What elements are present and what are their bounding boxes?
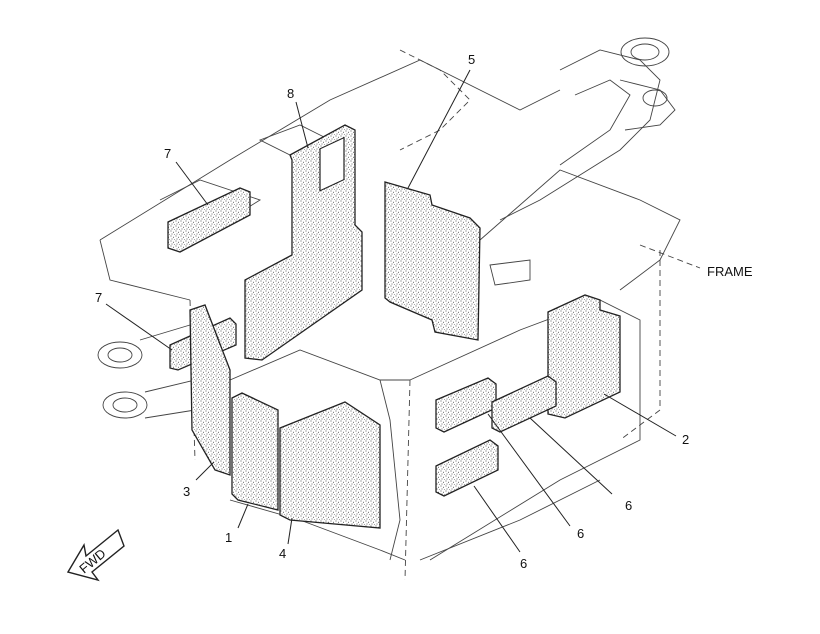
callout-1: 1 xyxy=(225,530,232,545)
callout-5: 5 xyxy=(468,52,475,67)
insulation-pads xyxy=(167,124,621,529)
pad-6-c xyxy=(435,439,499,497)
callout-labels: 5 8 7 7 3 1 4 2 6 6 6 FRAME xyxy=(95,52,753,571)
callout-7-lower: 7 xyxy=(95,290,102,305)
callout-6-b: 6 xyxy=(577,526,584,541)
callout-7-upper: 7 xyxy=(164,146,171,161)
pad-6-a xyxy=(435,377,497,433)
pad-5 xyxy=(384,181,481,341)
pad-4 xyxy=(279,401,381,529)
pad-7-upper xyxy=(167,187,251,253)
callout-3: 3 xyxy=(183,484,190,499)
leader-lines xyxy=(105,69,677,553)
pad-1 xyxy=(231,392,279,511)
pad-6-b xyxy=(491,375,557,433)
callout-6-c: 6 xyxy=(520,556,527,571)
callout-2: 2 xyxy=(682,432,689,447)
pad-3 xyxy=(189,304,231,476)
fwd-arrow-icon: FWD xyxy=(66,528,125,582)
callout-8: 8 xyxy=(287,86,294,101)
frame-label: FRAME xyxy=(707,264,753,279)
callout-6-a: 6 xyxy=(625,498,632,513)
callout-4: 4 xyxy=(279,546,286,561)
pad-2 xyxy=(547,294,621,419)
